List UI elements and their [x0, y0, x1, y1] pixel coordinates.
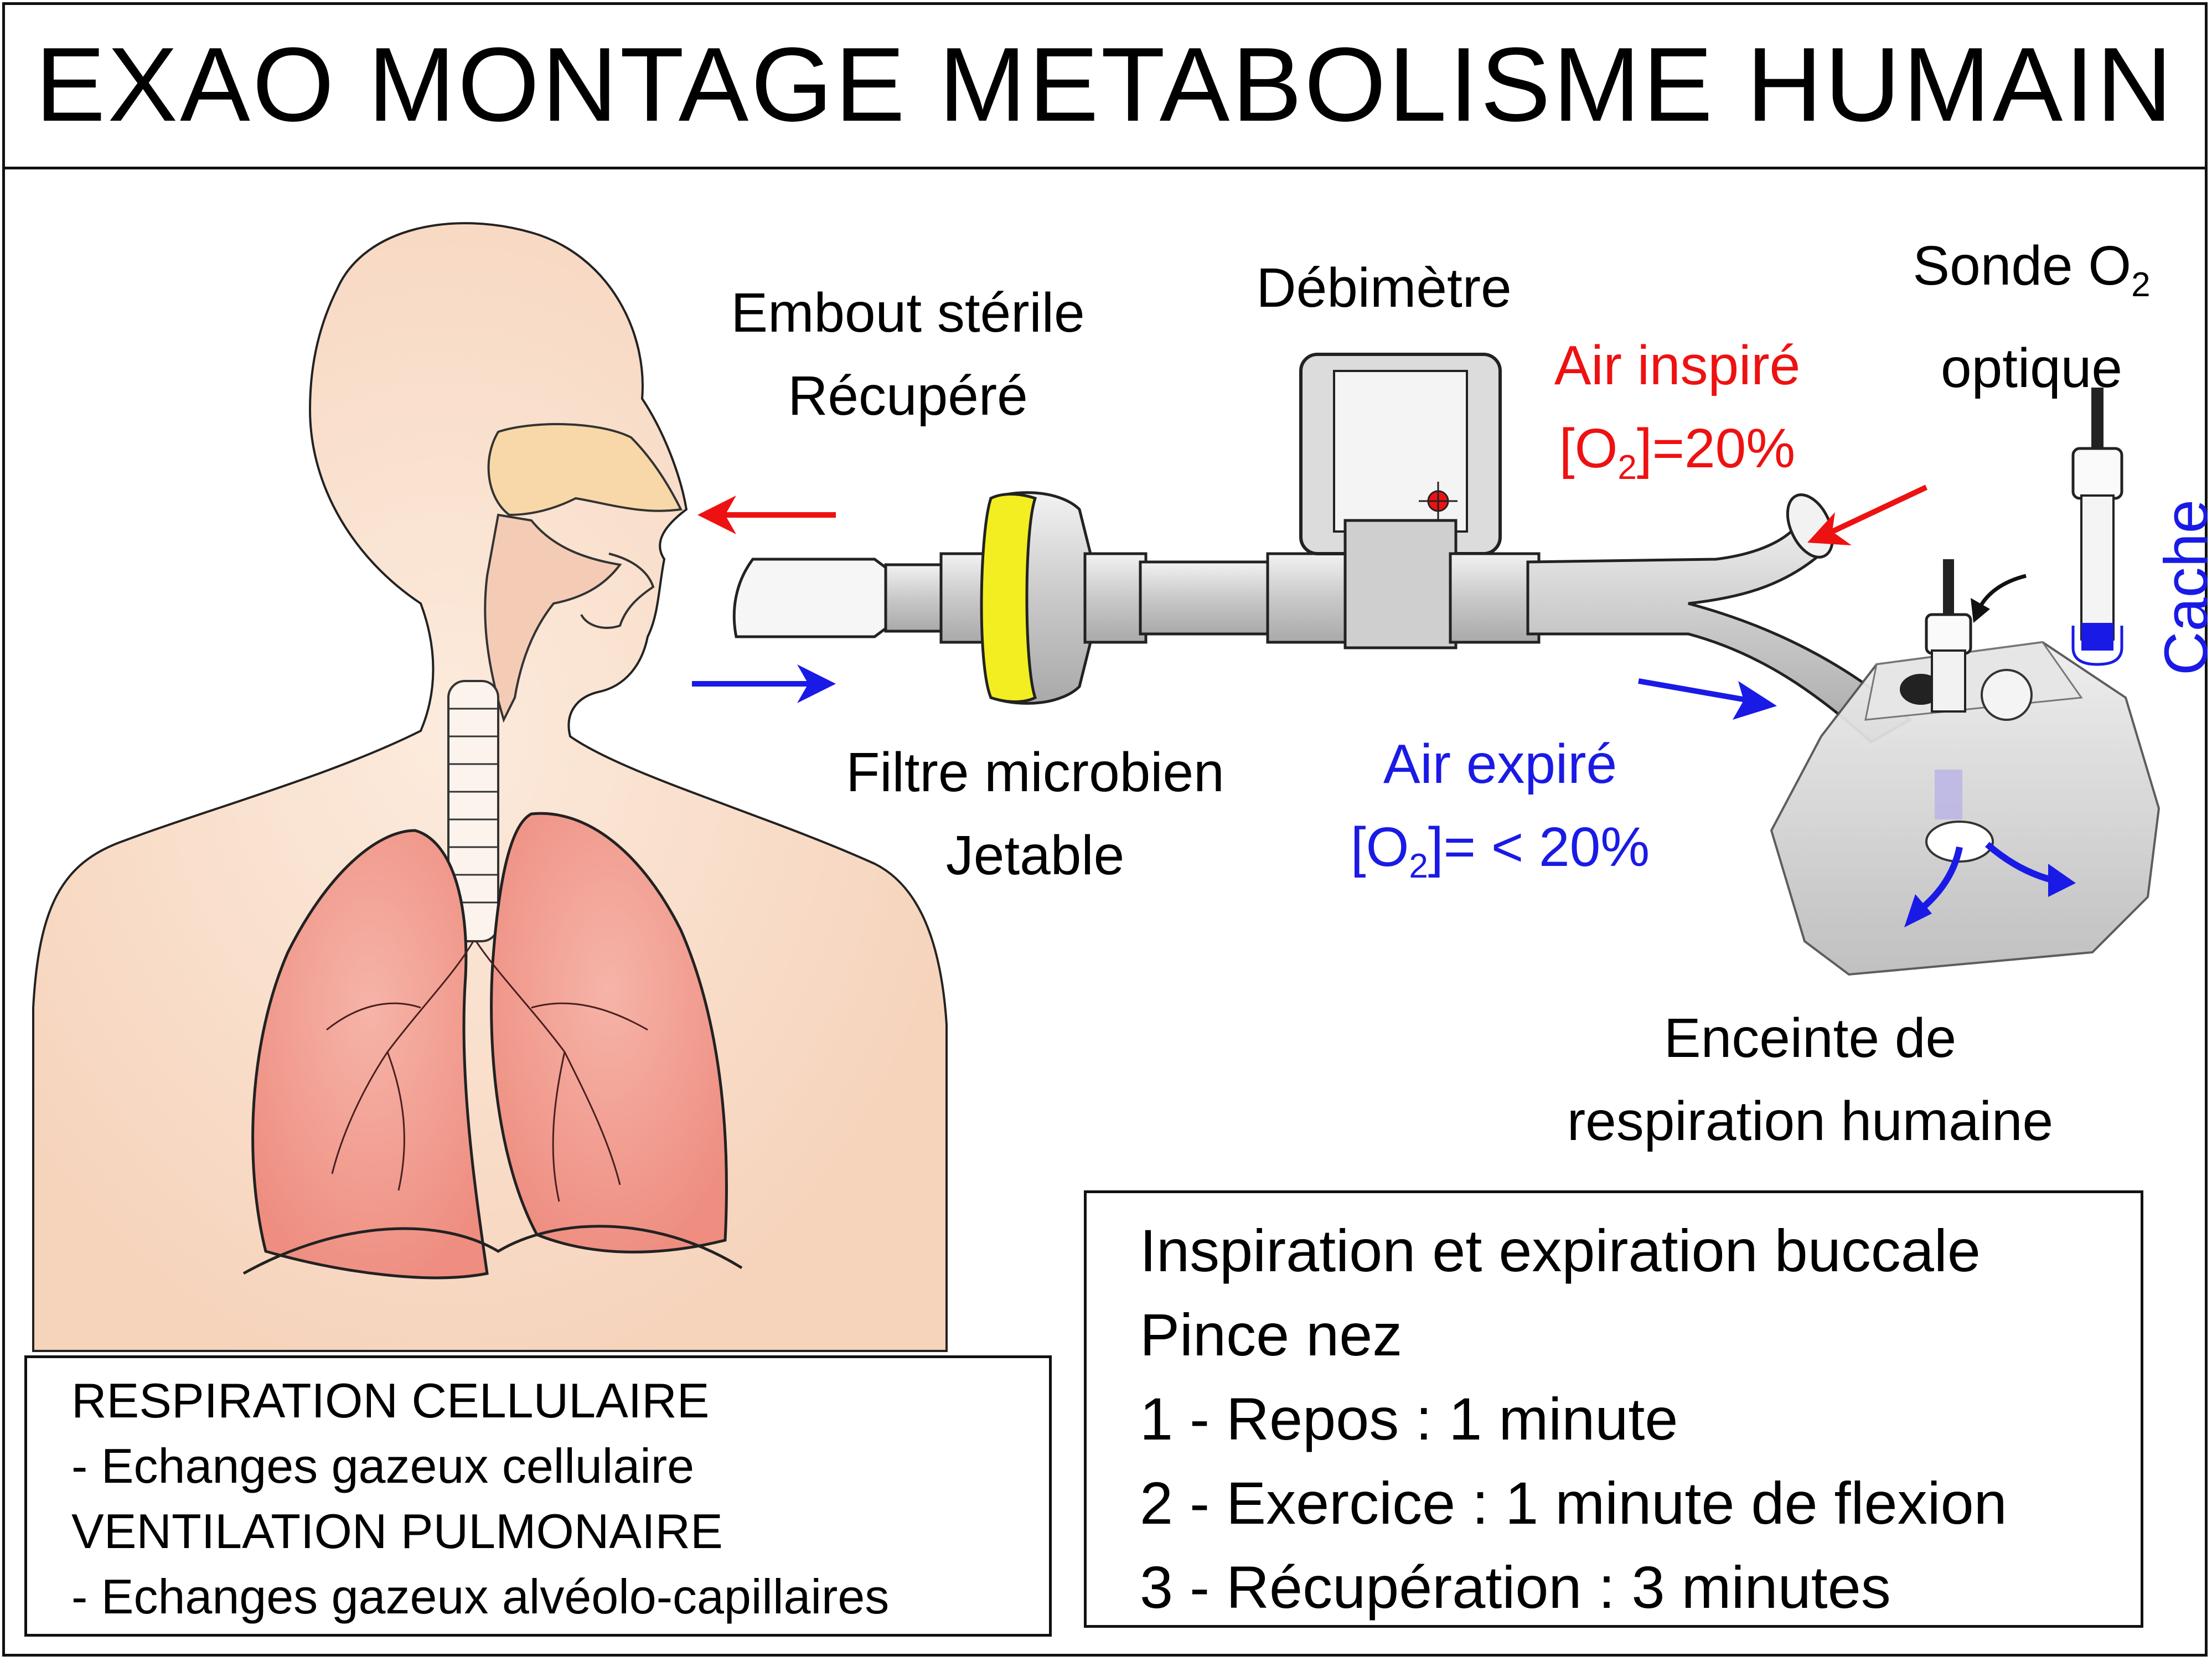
- respiration-chamber: [1770, 641, 2161, 976]
- nose-pointing-arrow: [697, 496, 836, 534]
- label-air-inspire: Air inspiré [O2]=20%: [1554, 334, 1801, 487]
- label-sonde-o2: Sonde O2 optique: [1913, 235, 2151, 399]
- diaphragm: [242, 1225, 743, 1275]
- o2-probe-installed: [1925, 559, 1972, 713]
- label-cache: Cache: [2152, 499, 2212, 675]
- protocol-step: 3 - Récupération : 3 minutes: [1140, 1554, 1891, 1621]
- label-filtre: Filtre microbien Jetable: [846, 741, 1224, 886]
- jaw-teeth: [580, 553, 655, 629]
- led-indicator-icon: [1419, 482, 1458, 520]
- info-line: VENTILATION PULMONAIRE: [71, 1504, 723, 1559]
- protocol-line: Inspiration et expiration buccale: [1140, 1217, 1981, 1284]
- label-air-expire: Air expiré [O2]= < 20%: [1350, 733, 1650, 885]
- title-bar: EXAO MONTAGE METABOLISME HUMAIN: [2, 2, 2208, 169]
- airway: [484, 513, 622, 723]
- respiration-info-box: RESPIRATION CELLULAIRE - Echanges gazeux…: [24, 1355, 1052, 1637]
- label-enceinte: Enceinte de respiration humaine: [1567, 1007, 2054, 1152]
- page-title: EXAO MONTAGE METABOLISME HUMAIN: [35, 25, 2175, 143]
- info-line: - Echanges gazeux cellulaire: [71, 1438, 695, 1493]
- protocol-line: Pince nez: [1140, 1301, 1403, 1368]
- rotate-arrow-icon: [1971, 574, 2027, 623]
- mouth-pointing-arrow: [692, 664, 836, 703]
- inhale-arrow: [1807, 484, 1928, 545]
- protocol-box: Inspiration et expiration buccale Pince …: [1084, 1190, 2143, 1628]
- o2-probe-spare: [2071, 388, 2123, 666]
- protocol-step: 2 - Exercice : 1 minute de flexion: [1140, 1469, 2007, 1536]
- label-debimetre: Débimètre: [1256, 257, 1512, 319]
- info-line: RESPIRATION CELLULAIRE: [71, 1373, 710, 1428]
- nasal-cavity: [487, 423, 683, 517]
- tubing-apparatus: [732, 353, 1913, 744]
- label-embout: Embout stérile Récupéré: [731, 282, 1085, 427]
- human-figure: [32, 222, 948, 1352]
- right-lung: [251, 829, 489, 1280]
- flowmeter: [1299, 353, 1502, 649]
- trachea: [447, 680, 499, 942]
- exhale-arrow: [1638, 678, 1777, 720]
- mouthpiece: [732, 558, 898, 638]
- exhaust-arrows: [1904, 842, 2076, 927]
- filter-yellow-band: [980, 493, 1037, 703]
- info-line: - Echanges gazeux alvéolo-capillaires: [71, 1569, 890, 1624]
- bronchi: [326, 941, 648, 1202]
- protocol-step: 1 - Repos : 1 minute: [1140, 1385, 1678, 1452]
